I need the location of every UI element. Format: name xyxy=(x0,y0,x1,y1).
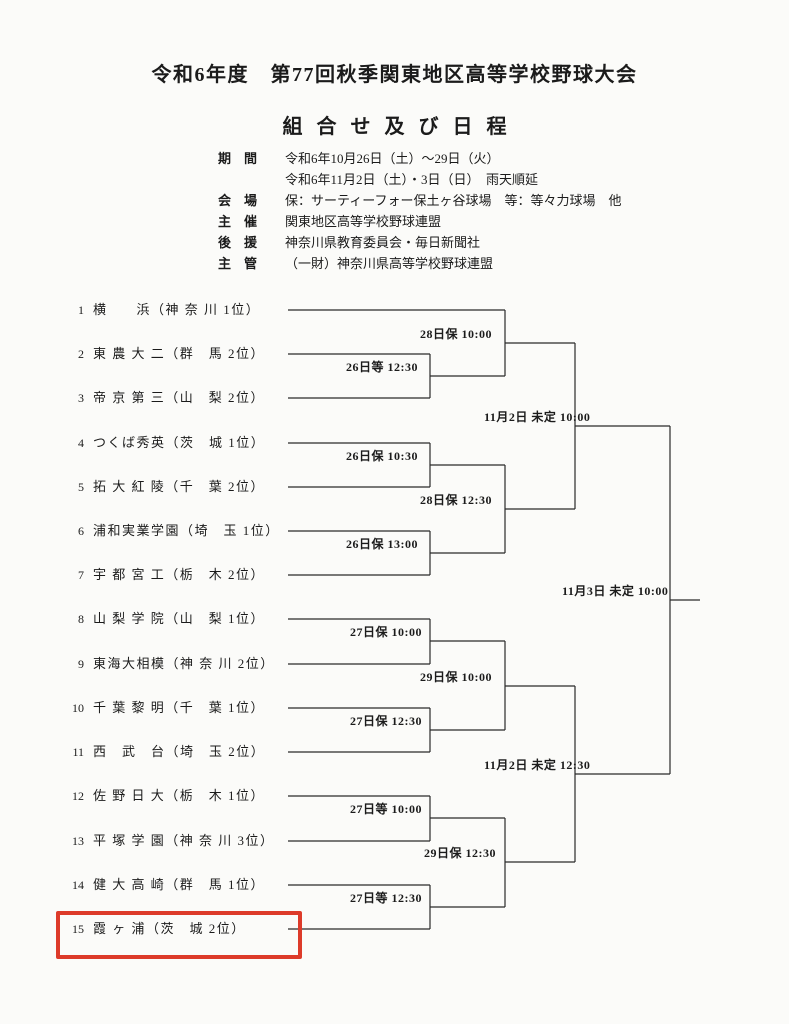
team-seed: 4 xyxy=(78,436,84,450)
team-seed: 11 xyxy=(72,745,84,759)
team-name: 千 葉 黎 明（千 葉 1位） xyxy=(93,700,266,715)
team-row-13: 13 平 塚 学 園（神 奈 川 3位） xyxy=(62,832,275,850)
team-name: 宇 都 宮 工（栃 木 2位） xyxy=(93,567,266,582)
info-value: 関東地区高等学校野球連盟 xyxy=(285,214,442,229)
info-row-venue: 会 場 保：サーティーフォー保土ヶ谷球場 等：等々力球場 他 xyxy=(218,190,621,211)
team-row-5: 5 拓 大 紅 陵（千 葉 2位） xyxy=(62,478,265,496)
team-name: 東 農 大 二（群 馬 2位） xyxy=(93,346,266,361)
game-label-r1-3: 26日保 13:00 xyxy=(346,537,418,551)
team-seed: 2 xyxy=(78,347,84,361)
game-label-r1-1: 26日等 12:30 xyxy=(346,360,418,374)
game-label-final: 11月3日 未定 10:00 xyxy=(562,584,669,598)
info-value: （一財）神奈川県高等学校野球連盟 xyxy=(285,256,494,271)
info-label xyxy=(218,169,268,190)
team-seed: 1 xyxy=(78,303,84,317)
team-row-15: 15 霞 ヶ 浦（茨 城 2位） xyxy=(62,920,246,938)
page-subtitle: 組合せ及び日程 xyxy=(282,116,521,138)
info-value: 令和6年11月2日（土）・3日（日） 雨天順延 xyxy=(285,172,539,187)
team-seed: 3 xyxy=(78,391,84,405)
team-seed: 5 xyxy=(78,480,84,494)
team-seed: 6 xyxy=(78,524,84,538)
info-row-management: 主 管 （一財）神奈川県高等学校野球連盟 xyxy=(218,253,621,274)
team-name: 平 塚 学 園（神 奈 川 3位） xyxy=(93,833,275,848)
team-seed: 15 xyxy=(72,922,84,936)
team-seed: 12 xyxy=(72,789,84,803)
game-label-r2-4: 29日保 12:30 xyxy=(424,846,496,860)
team-row-11: 11 西 武 台（埼 玉 2位） xyxy=(62,743,265,761)
team-name: つくば秀英（茨 城 1位） xyxy=(93,435,266,450)
team-row-9: 9 東海大相模（神 奈 川 2位） xyxy=(62,655,275,673)
team-row-2: 2 東 農 大 二（群 馬 2位） xyxy=(62,345,265,363)
game-label-semifinal-1: 11月2日 未定 10:00 xyxy=(484,410,591,424)
team-name: 山 梨 学 院（山 梨 1位） xyxy=(93,611,266,626)
info-value: 神奈川県教育委員会・毎日新聞社 xyxy=(285,235,481,250)
team-row-14: 14 健 大 高 崎（群 馬 1位） xyxy=(62,876,265,894)
info-row-period: 期 間 令和6年10月26日（土）～29日（火） xyxy=(218,148,621,169)
info-row-support: 後 援 神奈川県教育委員会・毎日新聞社 xyxy=(218,232,621,253)
team-row-6: 6 浦和実業学園（埼 玉 1位） xyxy=(62,522,280,540)
info-row-organizer: 主 催 関東地区高等学校野球連盟 xyxy=(218,211,621,232)
info-value: 保：サーティーフォー保土ヶ谷球場 等：等々力球場 他 xyxy=(285,193,622,208)
team-name: 佐 野 日 大（栃 木 1位） xyxy=(93,788,266,803)
team-row-1: 1 横 浜（神 奈 川 1位） xyxy=(62,301,260,319)
info-label: 主 催 xyxy=(218,214,258,229)
info-label: 会 場 xyxy=(218,193,258,208)
team-row-7: 7 宇 都 宮 工（栃 木 2位） xyxy=(62,566,265,584)
team-name: 東海大相模（神 奈 川 2位） xyxy=(93,656,275,671)
info-label: 期 間 xyxy=(218,151,258,166)
team-seed: 10 xyxy=(72,701,84,715)
game-label-r1-5: 27日保 12:30 xyxy=(350,714,422,728)
game-label-r1-2: 26日保 10:30 xyxy=(346,449,418,463)
game-label-r1-4: 27日保 10:00 xyxy=(350,625,422,639)
team-seed: 14 xyxy=(72,878,84,892)
team-name: 拓 大 紅 陵（千 葉 2位） xyxy=(93,479,266,494)
team-name: 帝 京 第 三（山 梨 2位） xyxy=(93,390,266,405)
team-row-4: 4 つくば秀英（茨 城 1位） xyxy=(62,434,265,452)
info-row-period-2: 令和6年11月2日（土）・3日（日） 雨天順延 xyxy=(218,169,621,190)
team-seed: 9 xyxy=(78,657,84,671)
info-block: 期 間 令和6年10月26日（土）～29日（火） 令和6年11月2日（土）・3日… xyxy=(218,148,621,274)
team-row-3: 3 帝 京 第 三（山 梨 2位） xyxy=(62,389,265,407)
team-seed: 7 xyxy=(78,568,84,582)
team-row-8: 8 山 梨 学 院（山 梨 1位） xyxy=(62,610,265,628)
info-label: 後 援 xyxy=(218,235,258,250)
highlight-box-team-15 xyxy=(56,911,302,959)
game-label-r2-2: 28日保 12:30 xyxy=(420,493,492,507)
team-row-10: 10 千 葉 黎 明（千 葉 1位） xyxy=(62,699,265,717)
team-row-12: 12 佐 野 日 大（栃 木 1位） xyxy=(62,787,265,805)
team-name: 横 浜（神 奈 川 1位） xyxy=(93,302,261,317)
game-label-r1-6: 27日等 10:00 xyxy=(350,802,422,816)
game-label-r2-1: 28日保 10:00 xyxy=(420,327,492,341)
game-label-semifinal-2: 11月2日 未定 12:30 xyxy=(484,758,591,772)
team-seed: 13 xyxy=(72,834,84,848)
team-name: 浦和実業学園（埼 玉 1位） xyxy=(93,523,280,538)
team-name: 健 大 高 崎（群 馬 1位） xyxy=(93,877,266,892)
team-name: 西 武 台（埼 玉 2位） xyxy=(93,744,266,759)
page-title: 令和6年度 第77回秋季関東地区高等学校野球大会 xyxy=(151,64,638,86)
game-label-r2-3: 29日保 10:00 xyxy=(420,670,492,684)
team-name: 霞 ヶ 浦（茨 城 2位） xyxy=(93,921,246,936)
game-label-r1-7: 27日等 12:30 xyxy=(350,891,422,905)
team-seed: 8 xyxy=(78,612,84,626)
info-value: 令和6年10月26日（土）～29日（火） xyxy=(285,151,500,166)
info-label: 主 管 xyxy=(218,256,258,271)
